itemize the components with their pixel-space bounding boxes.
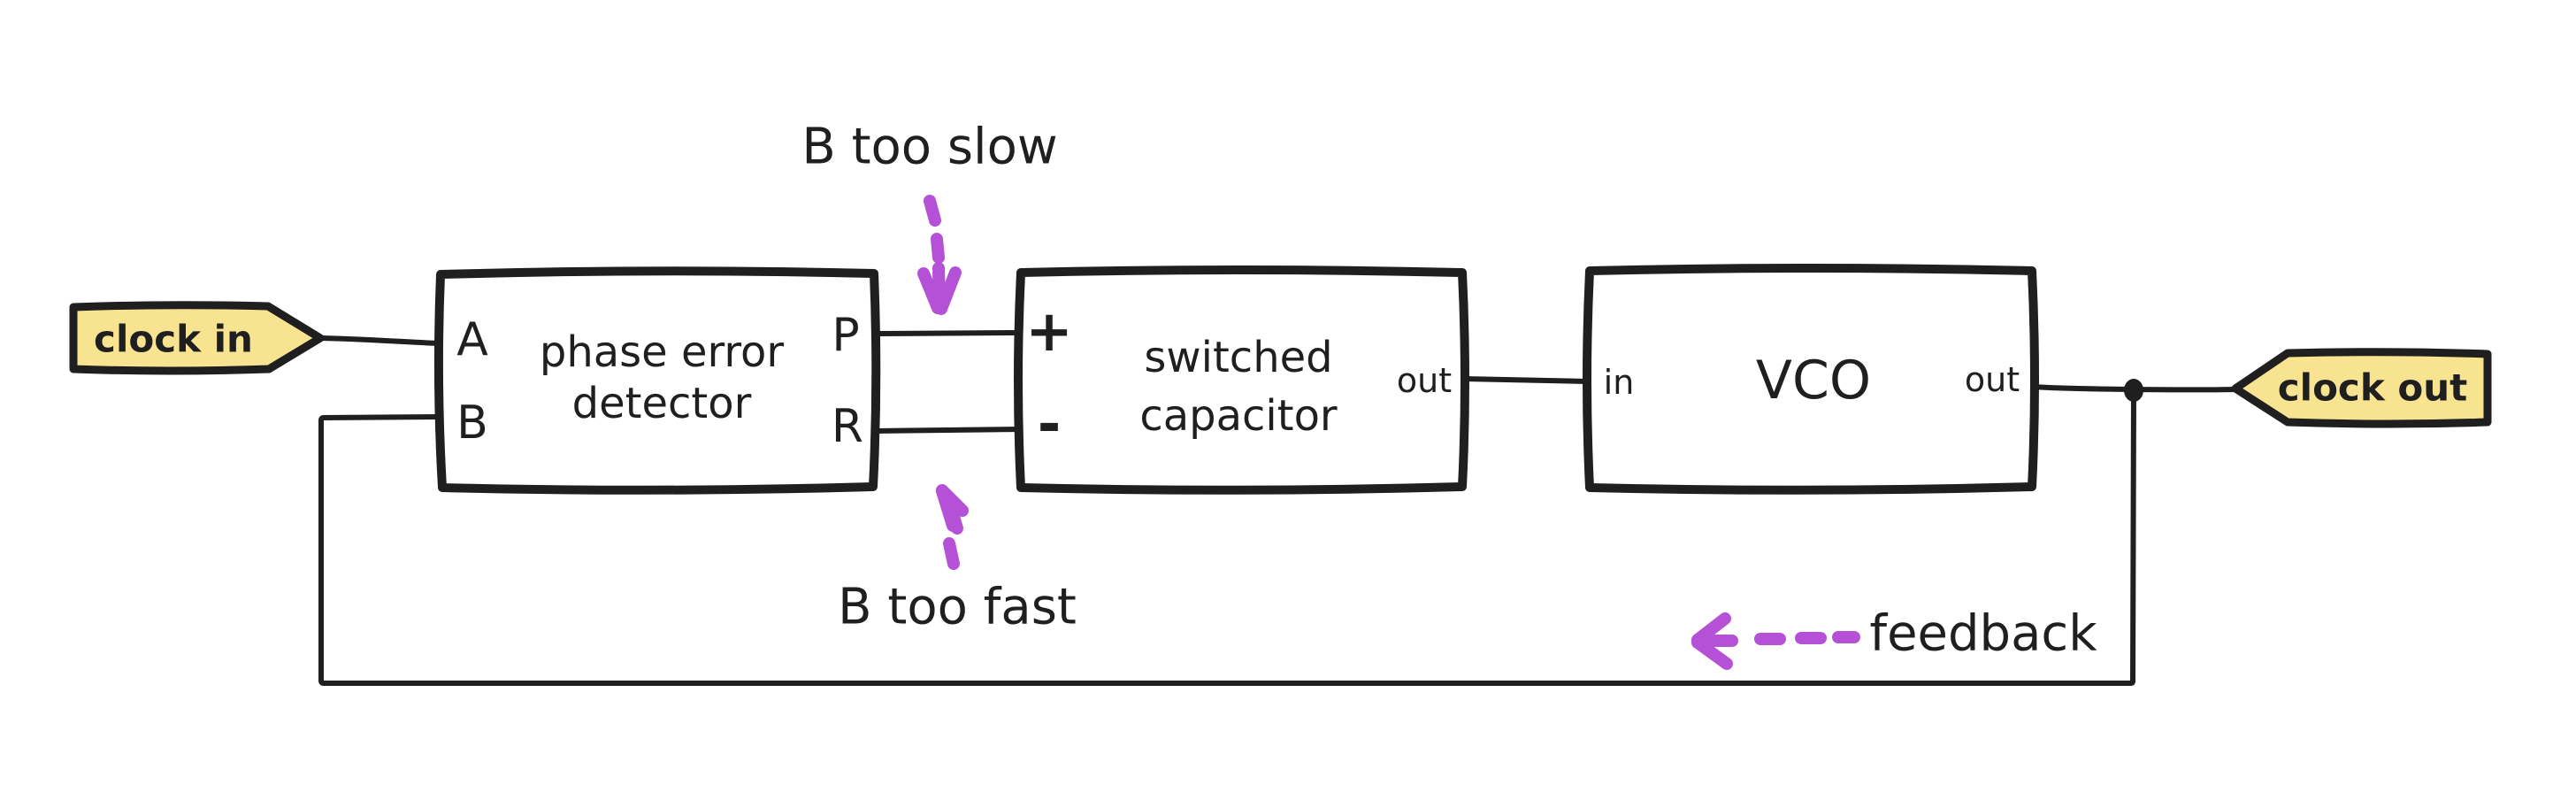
port-label-plus: +: [1025, 299, 1073, 365]
wire-sc-out-to-vco-in: [1461, 376, 1591, 384]
port-label-r: R: [832, 400, 863, 453]
port-label-a: A: [456, 313, 488, 366]
clock-out-tag: clock out: [2231, 348, 2492, 428]
clock-in-tag-text: clock in: [94, 318, 253, 361]
annotation-feedback: feedback: [1691, 605, 2097, 670]
feedback-arrow-icon: [1691, 612, 1860, 670]
b-too-slow-arrow-icon: [917, 195, 962, 315]
block-phase-error-detector: A B phase error detector P R: [433, 266, 881, 495]
b-too-slow-text: B too slow: [801, 119, 1057, 176]
port-label-vco-out: out: [1965, 360, 2020, 399]
b-too-fast-text: B too fast: [838, 579, 1077, 636]
wire-clockin-to-a: [318, 335, 441, 346]
feedback-text: feedback: [1869, 605, 2097, 663]
port-label-vco-in: in: [1604, 363, 1635, 402]
clock-out-tag-text: clock out: [2278, 366, 2467, 410]
port-label-sc-out: out: [1397, 361, 1452, 400]
wire-p-to-plus: [873, 330, 1022, 336]
switched-capacitor-label-line1: switched: [1144, 333, 1332, 382]
block-switched-capacitor: + - switched capacitor out: [1014, 265, 1469, 495]
junction-dot: [2124, 379, 2143, 402]
port-label-b: B: [456, 396, 488, 450]
clock-out-tag-shape: [2231, 348, 2492, 428]
vco-box: [1583, 264, 2039, 495]
block-vco: in VCO out: [1583, 264, 2039, 495]
port-label-p: P: [832, 309, 859, 362]
clock-in-tag-shape: [69, 301, 325, 375]
annotation-b-too-slow: B too slow: [801, 119, 1058, 315]
phase-error-detector-label-line1: phase error: [540, 327, 785, 377]
switched-capacitor-label-line2: capacitor: [1139, 391, 1338, 441]
clock-in-tag: clock in: [69, 301, 325, 375]
wire-feedback-loop: [318, 389, 2136, 686]
phase-error-detector-box: [433, 266, 881, 495]
wires: [318, 330, 2238, 686]
b-too-fast-arrow-icon: [936, 484, 969, 570]
wire-r-to-minus: [873, 427, 1022, 434]
phase-error-detector-label-line2: detector: [572, 379, 752, 428]
switched-capacitor-box: [1014, 265, 1469, 495]
vco-label: VCO: [1756, 350, 1871, 412]
port-label-minus: -: [1038, 392, 1062, 458]
annotation-b-too-fast: B too fast: [838, 484, 1077, 636]
